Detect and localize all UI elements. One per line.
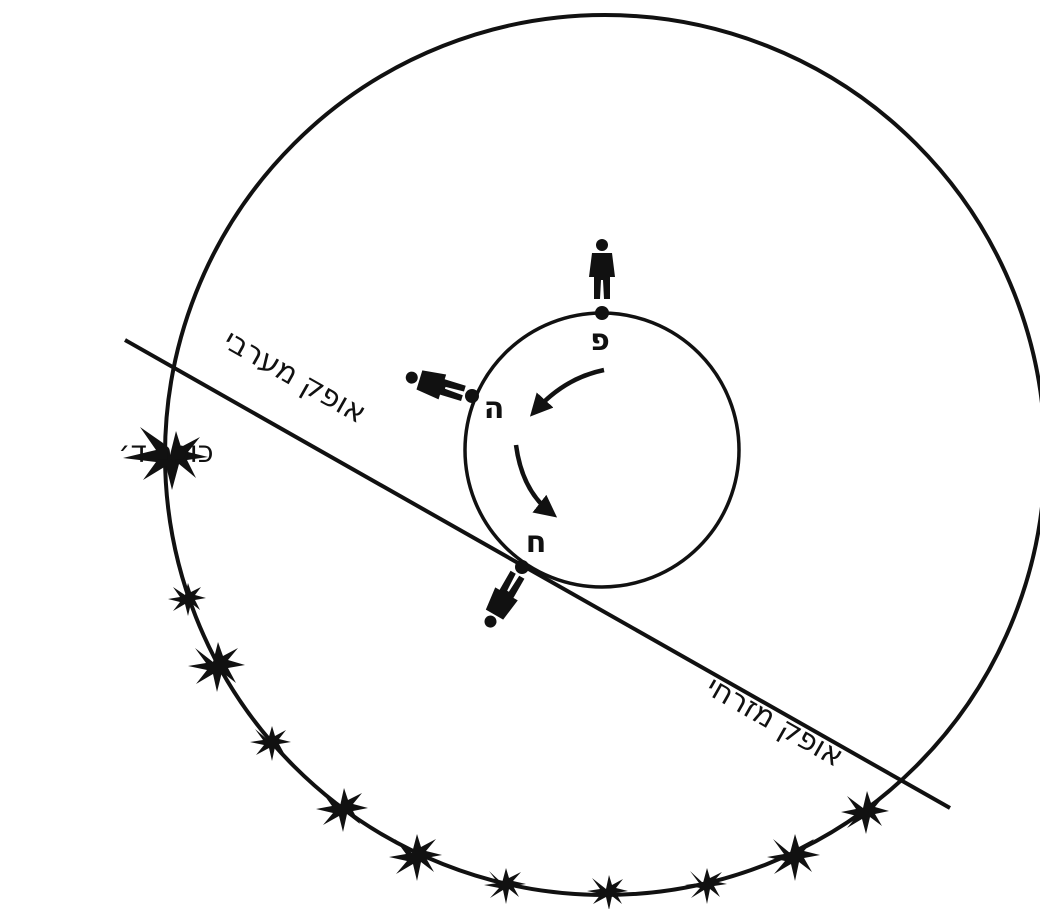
star-d-label: כוכב ד׳ — [118, 435, 214, 470]
west-horizon-label: אופק מערבי — [217, 323, 372, 431]
person-figure-icon — [589, 239, 615, 299]
point-label-het: ח — [526, 525, 547, 560]
observer-dot-pe — [595, 306, 609, 320]
east-horizon-label: אופק מזרחי — [700, 669, 849, 774]
observer-dot-he — [465, 389, 479, 403]
rotation-arrow-2 — [516, 445, 550, 512]
person-figure-icon — [402, 363, 467, 405]
celestial-sphere-circle — [165, 15, 1040, 895]
rotation-arrow-1 — [536, 370, 604, 410]
point-label-he: ה — [484, 391, 505, 426]
point-label-pe: פ — [590, 323, 610, 358]
observer-dot-het — [515, 560, 529, 574]
person-figure-icon — [476, 568, 529, 633]
